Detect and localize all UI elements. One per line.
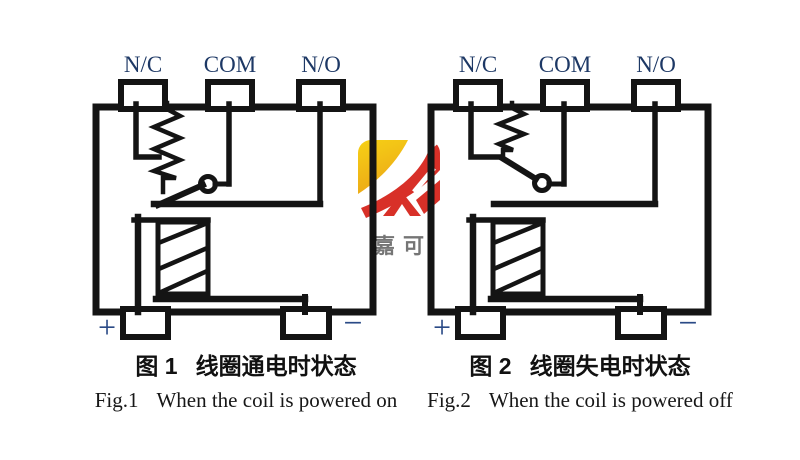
- polarity-plus-label: +: [433, 309, 451, 345]
- terminal-coil-plus: [120, 306, 171, 340]
- armature: [497, 153, 541, 184]
- spring-symbol: [147, 100, 186, 195]
- fig2-caption-cn-text: 线圈失电时状态: [529, 353, 691, 379]
- terminal-label-nc: N/C: [459, 52, 497, 77]
- nc-contact-bracket: [468, 101, 503, 160]
- polarity-minus-label: −: [343, 305, 362, 342]
- fig1-caption-cn-text: 线圈通电时状态: [195, 353, 357, 379]
- fig2-caption-en-label: Fig.2: [427, 388, 471, 412]
- terminal-coil-plus: [455, 306, 506, 340]
- terminal-label-no: N/O: [636, 52, 676, 77]
- fig2-caption-en-text: When the coil is powered off: [488, 388, 733, 412]
- polarity-minus-label: −: [678, 305, 697, 342]
- terminal-nc: [118, 79, 168, 112]
- coil-winding: [490, 219, 546, 297]
- fig2-caption-cn-label: 图 2: [469, 353, 512, 379]
- fig1-caption-en-label: Fig.1: [94, 388, 139, 412]
- terminal-label-no: N/O: [301, 52, 341, 77]
- coil-hatch-line: [493, 246, 543, 271]
- fig1-caption-en-text: When the coil is powered on: [156, 388, 398, 412]
- logo-red-swoosh: [361, 142, 440, 218]
- nc-contact-bracket: [133, 101, 162, 160]
- fig2-diagram: N/C COM N/O + −: [427, 52, 712, 345]
- fig1-caption-cn: 图 1 线圈通电时状态: [84, 351, 408, 381]
- logo-mountain-notch: [394, 204, 410, 216]
- spring-symbol: [492, 100, 531, 161]
- fig1-diagram: N/C COM N/O + −: [92, 52, 377, 345]
- coil-hatch-line: [158, 221, 208, 245]
- coil-hatch-line: [493, 269, 543, 295]
- polarity-plus-label: +: [98, 309, 116, 345]
- fig2-caption-cn: 图 2 线圈失电时状态: [418, 351, 742, 381]
- coil-winding: [155, 219, 211, 297]
- terminal-label-com: COM: [204, 52, 256, 77]
- fig1-caption-cn-label: 图 1: [135, 353, 178, 379]
- terminal-label-com: COM: [539, 52, 591, 77]
- fig2-caption: 图 2 线圈失电时状态 Fig.2 When the coil is powered…: [418, 351, 742, 413]
- watermark-text: 嘉可: [374, 235, 432, 258]
- coil-hatch-line: [158, 246, 208, 271]
- coil-hatch-line: [493, 221, 543, 245]
- terminal-nc: [453, 79, 503, 112]
- coil-hatch-line: [158, 269, 208, 295]
- fig1-caption: 图 1 线圈通电时状态 Fig.1 When the coil is powered…: [84, 351, 408, 413]
- fig2-caption-en: Fig.2 When the coil is powered off: [418, 387, 742, 413]
- fig1-caption-en: Fig.1 When the coil is powered on: [84, 387, 408, 413]
- terminal-label-nc: N/C: [124, 52, 162, 77]
